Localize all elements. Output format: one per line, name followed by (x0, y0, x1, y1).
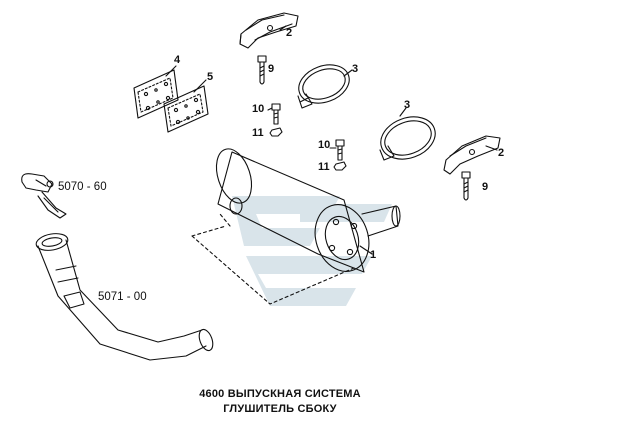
nut-part-11-lower (333, 161, 347, 171)
bracket-part-2-right (443, 135, 501, 175)
watermark-logo (232, 196, 392, 306)
callout-9-top: 9 (268, 63, 274, 75)
reference-5071-00: 5071 - 00 (98, 291, 147, 303)
callout-10-upper: 10 (252, 103, 264, 115)
caption-subtitle: ГЛУШИТЕЛЬ СБОКУ (223, 403, 337, 415)
strap-clamp-part-3-upper (297, 64, 350, 109)
bolt-part-10-upper (271, 103, 281, 125)
pipe-clamp-5070-60 (21, 173, 67, 219)
callout-11-lower: 11 (318, 161, 330, 173)
callout-11-upper: 11 (252, 127, 264, 139)
callout-3-upper: 3 (352, 63, 358, 75)
bolt-part-9-top (257, 55, 267, 85)
callout-2-right: 2 (498, 147, 504, 159)
assembly-dashed-outline (191, 213, 355, 305)
nut-part-11-upper (269, 127, 283, 137)
bolt-part-10-lower (335, 139, 345, 161)
bolt-part-9-right (461, 171, 471, 201)
strap-clamp-part-3-lower (379, 116, 436, 161)
exhaust-pipe-5071-00 (35, 233, 214, 361)
leader-lines (165, 25, 498, 255)
callout-9-right: 9 (482, 181, 488, 193)
callout-5: 5 (207, 71, 213, 83)
gasket-part-4 (133, 69, 179, 119)
caption-title: 4600 ВЫПУСКНАЯ СИСТЕМА (199, 388, 361, 400)
bracket-part-2-top (239, 12, 299, 49)
plate-part-5 (163, 85, 209, 133)
callout-10-lower: 10 (318, 139, 330, 151)
callout-2-top: 2 (286, 27, 292, 39)
reference-5070-60: 5070 - 60 (58, 181, 107, 193)
callout-3-lower: 3 (404, 99, 410, 111)
muffler-part-1 (215, 148, 401, 273)
callout-4: 4 (174, 54, 181, 66)
callout-1: 1 (370, 249, 376, 261)
